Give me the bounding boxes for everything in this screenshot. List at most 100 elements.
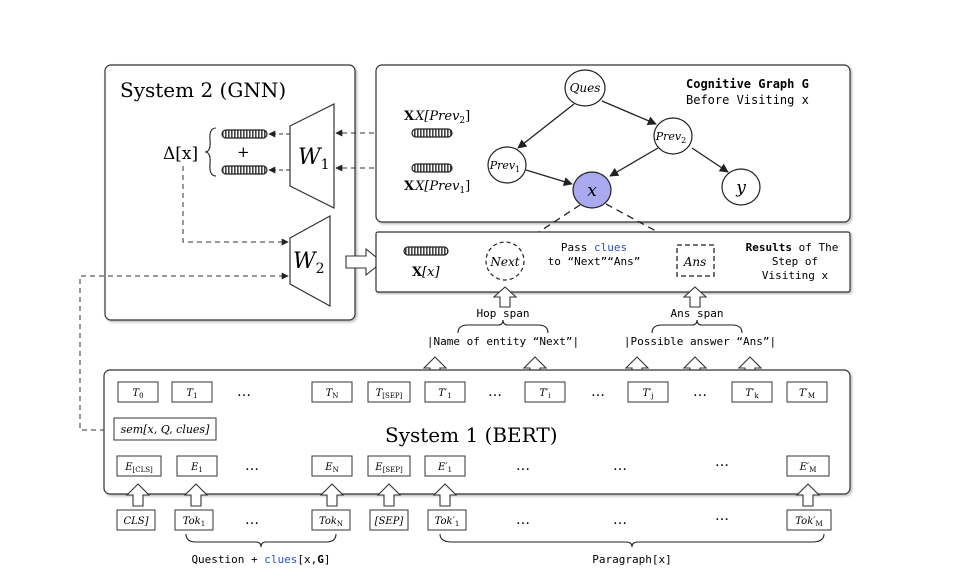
t-box-kprime: [731, 381, 773, 403]
up-arrow-cls: [125, 483, 151, 507]
system1-title: System 1 (BERT): [385, 423, 558, 447]
e-box-1: [176, 455, 218, 477]
t-box-1prime: [424, 381, 466, 403]
node-x-label: x: [587, 181, 597, 201]
svg-text:TokN: TokN: [319, 516, 343, 528]
e-dots-3: …: [613, 458, 627, 474]
svg-text:Tok′M: Tok′M: [795, 516, 822, 528]
edge-x-ans: [605, 203, 681, 245]
results-title: Results of The: [746, 241, 839, 254]
answer-span-text: |Possible answer “Ans”|: [624, 335, 776, 348]
svg-text:E1: E1: [190, 462, 203, 474]
t-dots-3: …: [591, 384, 605, 400]
prev1-vector: [411, 163, 453, 173]
prev2-vector: [411, 128, 453, 138]
svg-text:T′k: T′k: [745, 388, 759, 400]
question-brace: [185, 533, 337, 548]
t-box-1: [171, 381, 213, 403]
svg-text:T[SEP]: T[SEP]: [376, 388, 403, 400]
tok-dots-2: …: [516, 512, 530, 528]
ans-node-label: Ans: [683, 255, 707, 269]
next-node-label: Next: [489, 255, 519, 269]
svg-text:E′1: E′1: [437, 462, 452, 474]
tok-box-cls: [116, 509, 156, 531]
edge-ques-prev2: [601, 100, 657, 125]
up-arrow-tokmprime: [795, 483, 821, 507]
e-box-mprime: [786, 455, 830, 477]
edge-prev1-x: [525, 169, 573, 186]
node-prev1-label: Prev1: [489, 159, 520, 174]
delta-vector-bottom: [221, 165, 268, 175]
node-y: [721, 168, 761, 206]
t-box-0: [117, 381, 159, 403]
hop-span-label: Hop span: [477, 307, 530, 320]
svg-text:EN: EN: [324, 462, 338, 474]
node-ques-label: Ques: [570, 81, 601, 95]
t-row: T0 T1 … TN T[SEP] T′1 … T′i … T′j … T′k …: [117, 381, 828, 403]
t-dots-2: …: [488, 384, 502, 400]
svg-text:T0: T0: [132, 388, 143, 400]
graph-subtitle: Before Visiting x: [686, 93, 809, 107]
svg-text:E′M: E′M: [799, 462, 817, 474]
up-arrow-tok1: [183, 483, 209, 507]
e-dots-1: …: [245, 458, 259, 474]
svg-text:E[CLS]: E[CLS]: [124, 462, 153, 474]
prev2-vector-label: XX[Prev2]: [404, 109, 470, 126]
edge-prev2-y: [691, 147, 729, 173]
node-x: [572, 171, 612, 209]
edge-prev2-x: [609, 147, 659, 177]
delta-label: Δ[x]: [163, 144, 198, 164]
ans-node: [676, 244, 715, 277]
paragraph-label: Paragraph[x]: [592, 553, 671, 566]
tok-dots-3: …: [613, 512, 627, 528]
system2-title: System 2 (GNN): [120, 78, 286, 102]
tok-box-n: [311, 509, 351, 531]
edge-ques-prev1: [517, 103, 575, 149]
delta-brace: [204, 127, 217, 177]
x-vector: [403, 246, 449, 256]
results-title-2: Step of: [772, 255, 818, 268]
node-prev1: [487, 146, 527, 184]
arrow-sem-to-w2: [79, 272, 289, 431]
results-title-3: Visiting x: [762, 269, 829, 282]
w2-label: W2: [293, 249, 325, 277]
up-arrow-tok1prime: [432, 483, 458, 507]
node-y-label: y: [735, 178, 746, 198]
node-prev2-label: Prev2: [655, 130, 686, 145]
entity-span-text: |Name of entity “Next”|: [427, 335, 579, 348]
svg-text:T′M: T′M: [799, 388, 815, 400]
svg-text:TN: TN: [326, 388, 339, 400]
t-box-sep: [367, 381, 411, 403]
tok-box-1: [174, 509, 214, 531]
pass-clues-text-2: to “Next”“Ans”: [548, 255, 641, 268]
w1-trapezoid: [289, 103, 335, 209]
e-dots-2: …: [516, 458, 530, 474]
t-dots-1: …: [237, 384, 251, 400]
tok-box-sep: [369, 509, 409, 531]
svg-text:CLS]: CLS]: [123, 516, 148, 527]
ans-span-label: Ans span: [671, 307, 724, 320]
svg-text:T′j: T′j: [642, 388, 653, 400]
e-box-cls: [116, 455, 162, 477]
arrow-delta-to-w2: [182, 166, 289, 246]
up-arrow-ans: [682, 286, 708, 308]
tok-dots-1: …: [245, 512, 259, 528]
t-box-jprime: [627, 381, 669, 403]
svg-text:E[SEP]: E[SEP]: [374, 462, 403, 474]
pass-clues-text: Pass clues: [561, 241, 627, 254]
delta-vector-top: [221, 129, 268, 139]
svg-text:Tok′1: Tok′1: [435, 516, 460, 528]
ans-span-brace: [651, 319, 743, 334]
tok-row: CLS] Tok1 … TokN [SEP] Tok′1 … … … Tok′M: [116, 508, 832, 531]
sem-label: sem[x, Q, clues]: [121, 423, 210, 436]
t-box-mprime: [786, 381, 828, 403]
delta-plus: +: [237, 143, 250, 161]
w2-output-arrow: [345, 247, 383, 277]
paragraph-brace: [439, 533, 825, 548]
e-box-1prime: [424, 455, 466, 477]
svg-text:T′1: T′1: [438, 388, 451, 400]
up-arrow-tokn: [319, 483, 345, 507]
svg-text:T′i: T′i: [539, 388, 551, 400]
t-box-iprime: [524, 381, 566, 403]
